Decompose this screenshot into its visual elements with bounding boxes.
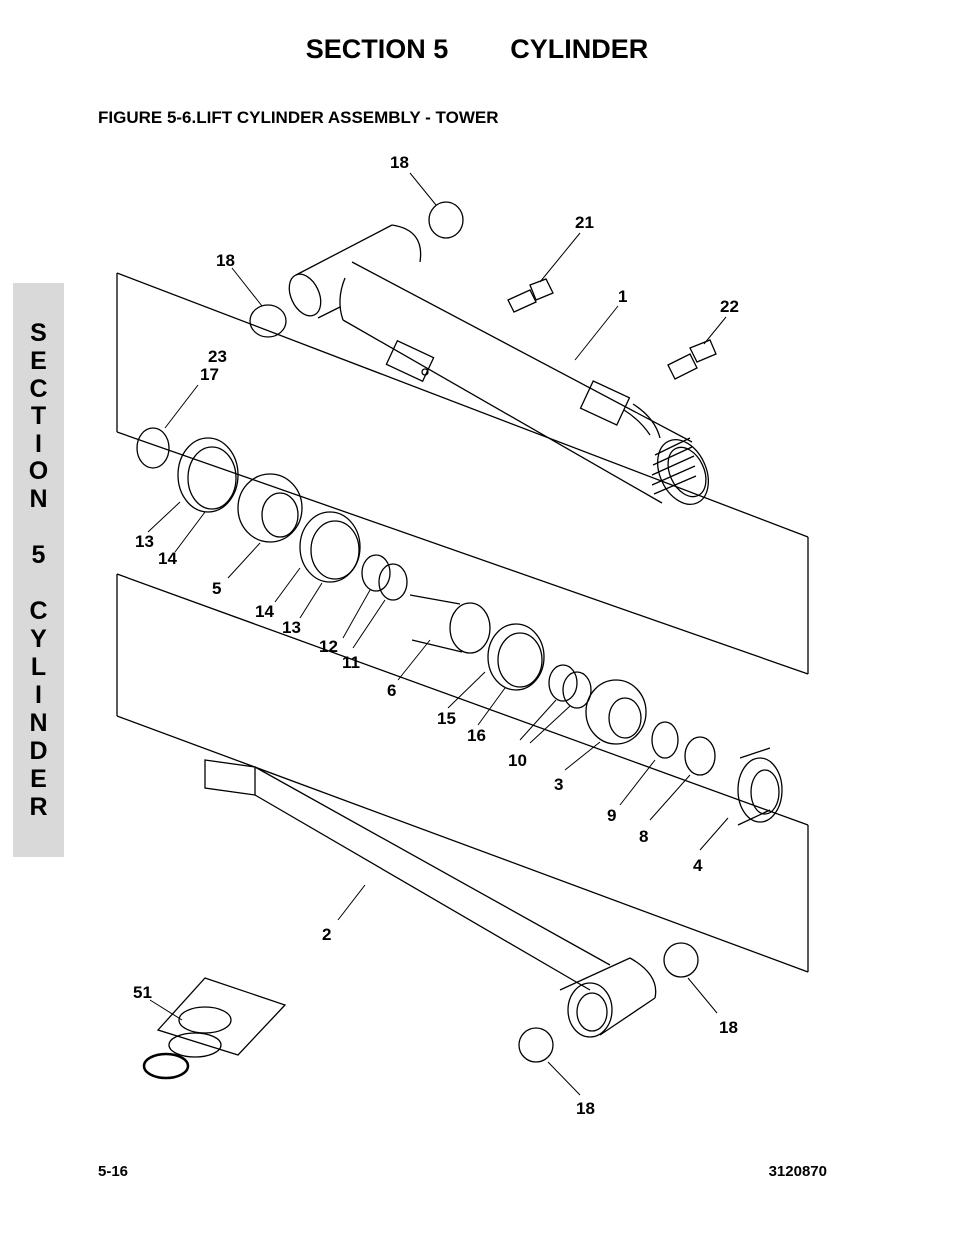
callout-leader-lines	[147, 172, 729, 1096]
page-number: 5-16	[98, 1163, 129, 1180]
callout-18: 18	[216, 251, 235, 270]
section-label: SECTION 5	[305, 34, 449, 64]
bushing-18-left	[249, 304, 287, 338]
side-tab-letter: D	[29, 737, 48, 765]
ring-9	[651, 721, 679, 759]
callout-labels: 18 21 18 1 22 23 17 13 14 5 14 13 12 11 …	[133, 153, 739, 1118]
side-tab-letter: S	[30, 319, 47, 347]
nut-4	[737, 747, 783, 826]
callout-10: 10	[508, 751, 527, 770]
callout-13: 13	[282, 618, 301, 637]
figure-title: FIGURE 5-6.LIFT CYLINDER ASSEMBLY - TOWE…	[98, 108, 499, 127]
spacer-6	[409, 594, 491, 654]
side-tab-letter: N	[29, 485, 48, 513]
side-tab-letter: E	[30, 765, 47, 793]
seal-kit-51	[142, 977, 287, 1080]
seal-13-14-left	[177, 437, 239, 513]
gland-5	[237, 473, 303, 543]
side-tab-letter: N	[29, 709, 48, 737]
side-tab-letter: C	[29, 375, 48, 403]
callout-16: 16	[467, 726, 486, 745]
side-tab-letter: R	[29, 793, 48, 821]
lower-alignment-lines	[116, 573, 809, 973]
fitting-21	[507, 278, 554, 313]
callout-3: 3	[554, 775, 563, 794]
callout-23: 23	[208, 347, 227, 366]
callout-14: 14	[158, 549, 177, 568]
bushing-18-top	[428, 201, 464, 239]
piston-3	[585, 679, 647, 745]
side-tab-letter: T	[30, 402, 47, 430]
callout-18: 18	[719, 1018, 738, 1037]
rings-10	[548, 664, 578, 702]
callout-13: 13	[135, 532, 154, 551]
bushing-18-bottom	[518, 1027, 554, 1063]
callout-17: 17	[200, 365, 219, 384]
side-tab-letter: 5	[31, 541, 46, 569]
section-title: CYLINDER	[510, 34, 649, 64]
fitting-22	[667, 339, 717, 380]
lock-ring-17	[136, 427, 170, 469]
callout-1: 1	[618, 287, 627, 306]
callout-12: 12	[319, 637, 338, 656]
side-tab-letter: I	[35, 681, 42, 709]
callout-6: 6	[387, 681, 396, 700]
callout-2: 2	[322, 925, 331, 944]
callout-11: 11	[342, 653, 360, 672]
seal-13-14-right	[299, 511, 361, 583]
callout-18: 18	[390, 153, 409, 172]
callout-8: 8	[639, 827, 648, 846]
callout-22: 22	[720, 297, 739, 316]
side-tab-letter: Y	[30, 625, 47, 653]
page-header: SECTION 5 CYLINDER	[0, 34, 954, 65]
upper-alignment-lines	[116, 272, 809, 675]
cylinder-rod	[204, 759, 657, 1038]
side-tab-letter: O	[28, 457, 49, 485]
callout-18: 18	[576, 1099, 595, 1118]
rings-11-12	[361, 554, 391, 592]
side-tab-letter: L	[30, 653, 47, 681]
document-number: 3120870	[768, 1163, 827, 1180]
rings-15-16	[487, 623, 545, 691]
callout-14: 14	[255, 602, 274, 621]
callout-51: 51	[133, 983, 152, 1002]
callout-4: 4	[693, 856, 703, 875]
side-tab-letter: C	[29, 597, 48, 625]
side-tab-letter: E	[30, 347, 47, 375]
cylinder-barrel	[288, 224, 709, 505]
ring-8	[684, 736, 716, 776]
callout-9: 9	[607, 806, 616, 825]
side-tab-letter: I	[35, 430, 42, 458]
callout-21: 21	[575, 213, 594, 232]
callout-5: 5	[212, 579, 221, 598]
bushing-18-right	[663, 942, 699, 978]
section-side-tab: S E C T I O N 5 C Y L I N D E R	[13, 283, 64, 857]
callout-15: 15	[437, 709, 456, 728]
